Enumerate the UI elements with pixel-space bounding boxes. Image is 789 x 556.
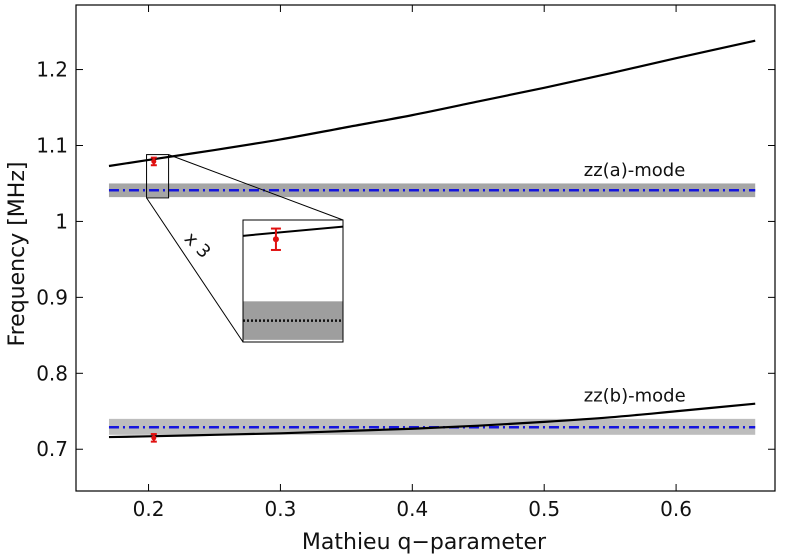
y-tick-label-4: 1.1 [36,133,68,157]
x-axis-label: Mathieu q−parameter [302,530,547,555]
inset-panel [242,219,344,343]
x-tick-label-3: 0.5 [528,497,560,521]
zoom-connector-bottom [146,197,244,343]
x-tick-label-0: 0.2 [133,497,165,521]
zoom-source-box [146,154,170,199]
zoom-layer [146,154,344,343]
theory-curve-0 [108,39,756,168]
inset-measurement-point [272,236,279,243]
inset-content [243,225,343,340]
x-tick-label-2: 0.4 [396,497,428,521]
labels-layer: Frequency [MHz] Mathieu q−parameter zz(a… [5,160,686,555]
x-tick-label-1: 0.3 [265,497,297,521]
y-tick-label-1: 0.8 [36,361,68,385]
zoom-connector-top [168,154,344,221]
y-tick-label-5: 1.2 [36,58,68,82]
y-tick-label-0: 0.7 [36,437,68,461]
inset-frame [242,219,344,343]
measurement-0-point [151,158,157,164]
inset-theory-curve [243,225,343,237]
inset-magnification-label: x 3 [180,228,215,263]
x-tick-label-4: 0.6 [660,497,692,521]
axes: 0.2 0.3 0.4 0.5 0.6 0.7 0.8 0.9 1 1.1 1.2 [36,4,776,521]
annotation-zz-a-mode: zz(a)-mode [584,160,686,181]
series-layer [108,39,756,439]
theory-curve-1 [108,402,756,439]
y-axis-label: Frequency [MHz] [5,162,30,347]
plot-frame [75,4,776,492]
annotation-zz-b-mode: zz(b)-mode [584,385,686,406]
y-tick-label-2: 0.9 [36,285,68,309]
measurement-1-point [151,435,157,441]
measurements-layer [150,156,157,443]
y-tick-label-3: 1 [55,209,68,233]
